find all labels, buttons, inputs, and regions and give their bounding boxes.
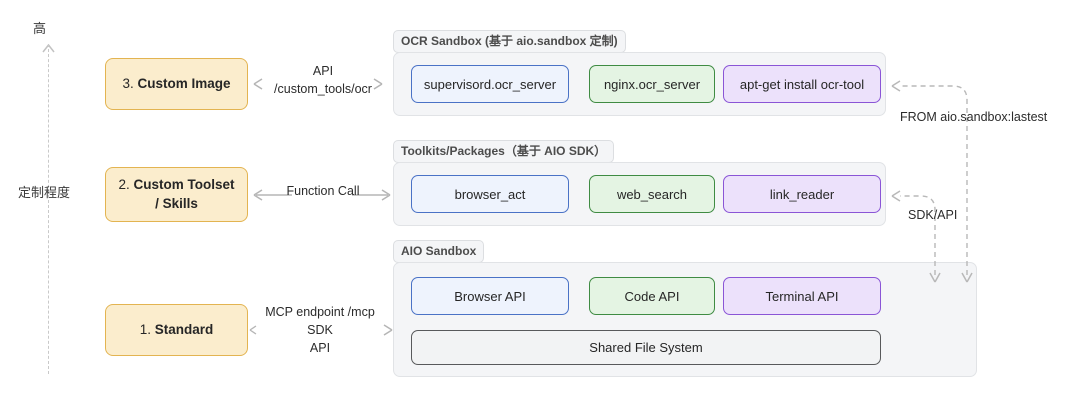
dashed-route-sdk-api — [891, 190, 941, 283]
level-name: Custom Image — [137, 75, 231, 91]
axis-dashed-line — [48, 44, 49, 374]
group-tag-toolkits-packages: Toolkits/Packages（基于 AIO SDK） — [393, 140, 615, 164]
bidirectional-arrow-icon-custom-image — [253, 78, 383, 90]
level-box-standard[interactable]: 1. Standard — [105, 304, 248, 356]
route-label-from-aio-sandbox: FROM aio.sandbox:lastest — [900, 110, 1048, 124]
level-name: Standard — [154, 321, 214, 337]
connector-label-custom-toolset: Function Call — [286, 184, 360, 198]
chip-supervisord-ocr-server[interactable]: supervisord.ocr_server — [411, 65, 569, 103]
level-name: Custom Toolset / Skills — [133, 177, 235, 211]
chip-terminal-api[interactable]: Terminal API — [723, 277, 881, 315]
chip-link-reader[interactable]: link_reader — [723, 175, 881, 213]
bidirectional-arrow-icon-standard — [249, 324, 393, 336]
chip-nginx-ocr-server[interactable]: nginx.ocr_server — [589, 65, 715, 103]
level-number: 2. — [118, 177, 130, 193]
level-number: 3. — [122, 75, 134, 91]
level-number: 1. — [139, 321, 151, 337]
route-label-sdk-api: SDK/API — [908, 208, 958, 222]
chip-web-search[interactable]: web_search — [589, 175, 715, 213]
axis-top-label: 高 — [33, 21, 47, 36]
group-tag-aio-sandbox: AIO Sandbox — [393, 240, 485, 264]
chip-shared-file-system[interactable]: Shared File System — [411, 330, 881, 365]
chip-browser-act[interactable]: browser_act — [411, 175, 569, 213]
chip-code-api[interactable]: Code API — [589, 277, 715, 315]
arrow-up-icon — [42, 44, 55, 53]
level-box-text: 2. Custom Toolset / Skills — [118, 176, 234, 212]
level-box-custom-image[interactable]: 3. Custom Image — [105, 58, 248, 110]
chip-browser-api[interactable]: Browser API — [411, 277, 569, 315]
chip-apt-get-install-ocr-tool[interactable]: apt-get install ocr-tool — [723, 65, 881, 103]
level-box-text: 3. Custom Image — [122, 75, 230, 93]
connector-label-standard: MCP endpoint /mcp SDK API — [265, 305, 375, 356]
connector-label-custom-image: API /custom_tools/ocr — [274, 64, 372, 97]
axis-side-label: 定制程度 — [18, 185, 71, 200]
group-tag-ocr-sandbox: OCR Sandbox (基于 aio.sandbox 定制) — [393, 30, 626, 54]
level-box-custom-toolset[interactable]: 2. Custom Toolset / Skills — [105, 167, 248, 222]
bidirectional-arrow-icon-custom-toolset — [253, 189, 391, 201]
dashed-route-from-aio-sandbox — [891, 80, 973, 283]
level-box-text: 1. Standard — [140, 321, 214, 339]
